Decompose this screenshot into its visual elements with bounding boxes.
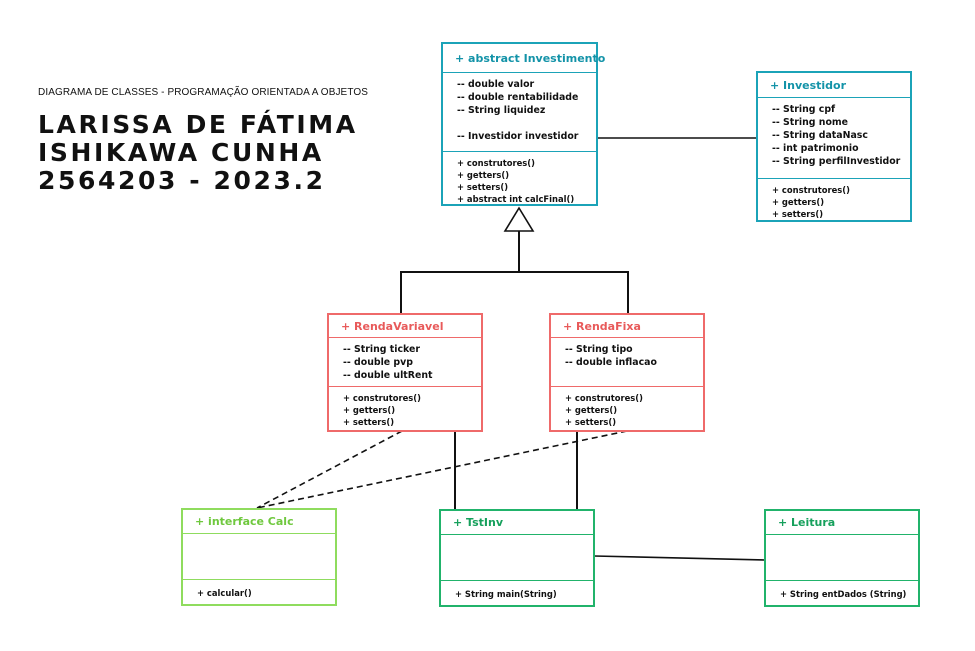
class-renda-fixa: + RendaFixa -- String tipo -- double inf… (549, 313, 705, 432)
attribute: -- double pvp (343, 357, 413, 368)
method: + construtores() (457, 158, 535, 168)
inheritance-arrowhead (503, 206, 535, 232)
method: + String entDados (String) (780, 589, 907, 599)
method: + getters() (343, 405, 396, 415)
class-name: + abstract Investimento (443, 44, 605, 73)
realization-rendavariavel-calc (256, 430, 403, 509)
method: + abstract int calcFinal() (457, 194, 575, 204)
methods-section: + construtores() + getters() + setters() (551, 387, 703, 428)
method: + construtores() (565, 393, 643, 403)
attribute-spacer (457, 117, 596, 130)
attribute: -- String dataNasc (772, 130, 868, 141)
class-investimento: + abstract Investimento -- double valor … (441, 42, 605, 206)
attributes-section: -- String cpf -- String nome -- String d… (758, 98, 910, 179)
attribute: -- String perfilInvestidor (772, 156, 901, 167)
methods-section: + String main(String) (441, 581, 593, 600)
attribute: -- String ticker (343, 344, 420, 355)
inheritance-branch (400, 271, 629, 313)
attributes-section: -- String ticker -- double pvp -- double… (329, 338, 481, 387)
class-leitura: + Leitura + String entDados (String) (764, 509, 920, 607)
class-name: + TstInv (441, 511, 593, 535)
attribute: -- double inflacao (565, 357, 657, 368)
attributes-section (441, 535, 593, 581)
methods-section: + calcular() (183, 580, 335, 599)
method: + setters() (565, 417, 617, 427)
methods-section: + construtores() + getters() + setters() (758, 179, 910, 220)
method: + getters() (457, 170, 510, 180)
method: + getters() (565, 405, 618, 415)
realization-rendafixa-calc (256, 430, 628, 509)
method: + getters() (772, 197, 825, 207)
method: + setters() (772, 209, 824, 219)
attributes-section: -- String tipo -- double inflacao (551, 338, 703, 387)
author-block: LARISSA DE FÁTIMA ISHIKAWA CUNHA 2564203… (38, 111, 358, 195)
attribute: -- int patrimonio (772, 143, 859, 154)
association-tstinv-leitura (593, 555, 766, 561)
diagram-subtitle: DIAGRAMA DE CLASSES - PROGRAMAÇÃO ORIENT… (38, 87, 369, 98)
method: + construtores() (772, 185, 850, 195)
attributes-section (766, 535, 918, 581)
attribute: -- Investidor investidor (457, 131, 579, 142)
author-name-line-1: LARISSA DE FÁTIMA (38, 110, 358, 139)
class-name: + RendaVariavel (329, 315, 481, 338)
attribute: -- double valor (457, 79, 535, 90)
method: + calcular() (197, 588, 252, 598)
attribute: -- String cpf (772, 104, 836, 115)
class-name: + interface Calc (183, 510, 335, 534)
methods-section: + String entDados (String) (766, 581, 918, 600)
attribute: -- double ultRent (343, 370, 433, 381)
author-name-line-2: ISHIKAWA CUNHA (38, 138, 324, 167)
attributes-section: -- double valor -- double rentabilidade … (443, 73, 596, 152)
method: + setters() (457, 182, 509, 192)
method: + setters() (343, 417, 395, 427)
class-investidor: + Investidor -- String cpf -- String nom… (756, 71, 912, 222)
class-name: + Leitura (766, 511, 918, 535)
attribute: -- String liquidez (457, 105, 546, 116)
methods-section: + construtores() + getters() + setters()… (443, 152, 596, 205)
class-renda-variavel: + RendaVariavel -- String ticker -- doub… (327, 313, 483, 432)
methods-section: + construtores() + getters() + setters() (329, 387, 481, 428)
attributes-section (183, 534, 335, 580)
class-tstinv: + TstInv + String main(String) (439, 509, 595, 607)
author-id-term: 2564203 - 2023.2 (38, 166, 326, 195)
class-name: + Investidor (758, 73, 910, 98)
method: + construtores() (343, 393, 421, 403)
method: + String main(String) (455, 589, 557, 599)
class-name: + RendaFixa (551, 315, 703, 338)
interface-calc: + interface Calc + calcular() (181, 508, 337, 606)
attribute: -- String tipo (565, 344, 633, 355)
attribute: -- double rentabilidade (457, 92, 579, 103)
attribute: -- String nome (772, 117, 849, 128)
